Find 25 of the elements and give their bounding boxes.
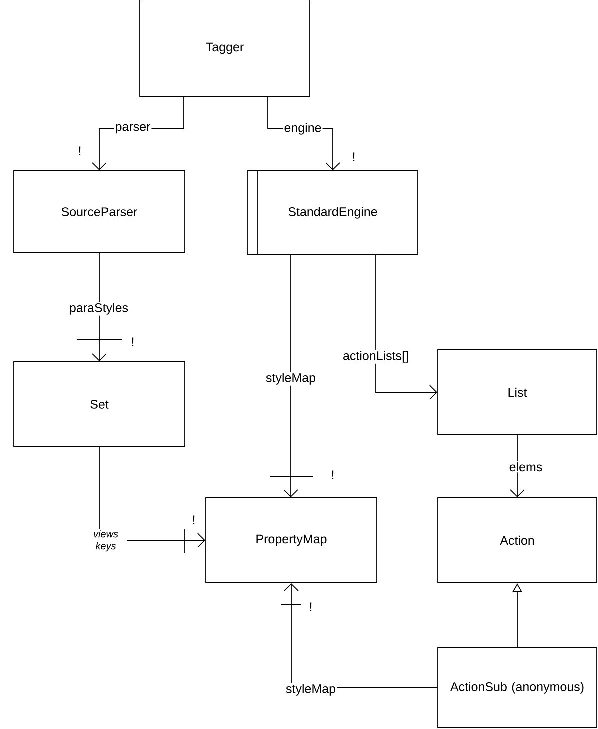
class-box: SourceParser (14, 170, 186, 254)
multiplicity-mark: ! (193, 516, 195, 524)
association-arrow (270, 255, 314, 498)
association-arrow (76, 253, 122, 362)
edge-label: engine (283, 122, 323, 136)
edge-label: elems (508, 461, 544, 473)
edge-label: actionLists[] (342, 350, 410, 364)
edge-label: styleMap (265, 372, 317, 386)
edge-label: paraStyles (68, 302, 130, 316)
class-box: List (438, 350, 598, 436)
class-box: PropertyMap (206, 498, 378, 584)
class-box: Set (14, 362, 186, 448)
multiplicity-mark: ! (132, 338, 134, 346)
multiplicity-mark: ! (332, 470, 334, 480)
edge-label: views keys (85, 529, 127, 553)
association-arrow (376, 255, 438, 400)
class-box: Tagger (140, 0, 310, 98)
edge-label: styleMap (285, 683, 337, 697)
class-box: ActionSub (anonymous) (438, 648, 598, 728)
class-box: Action (438, 498, 598, 584)
multiplicity-mark: ! (79, 146, 81, 156)
multiplicity-mark: ! (310, 602, 312, 612)
edge-label: parser (114, 123, 152, 135)
association-arrow (510, 435, 525, 498)
class-box: StandardEngine (248, 170, 418, 256)
